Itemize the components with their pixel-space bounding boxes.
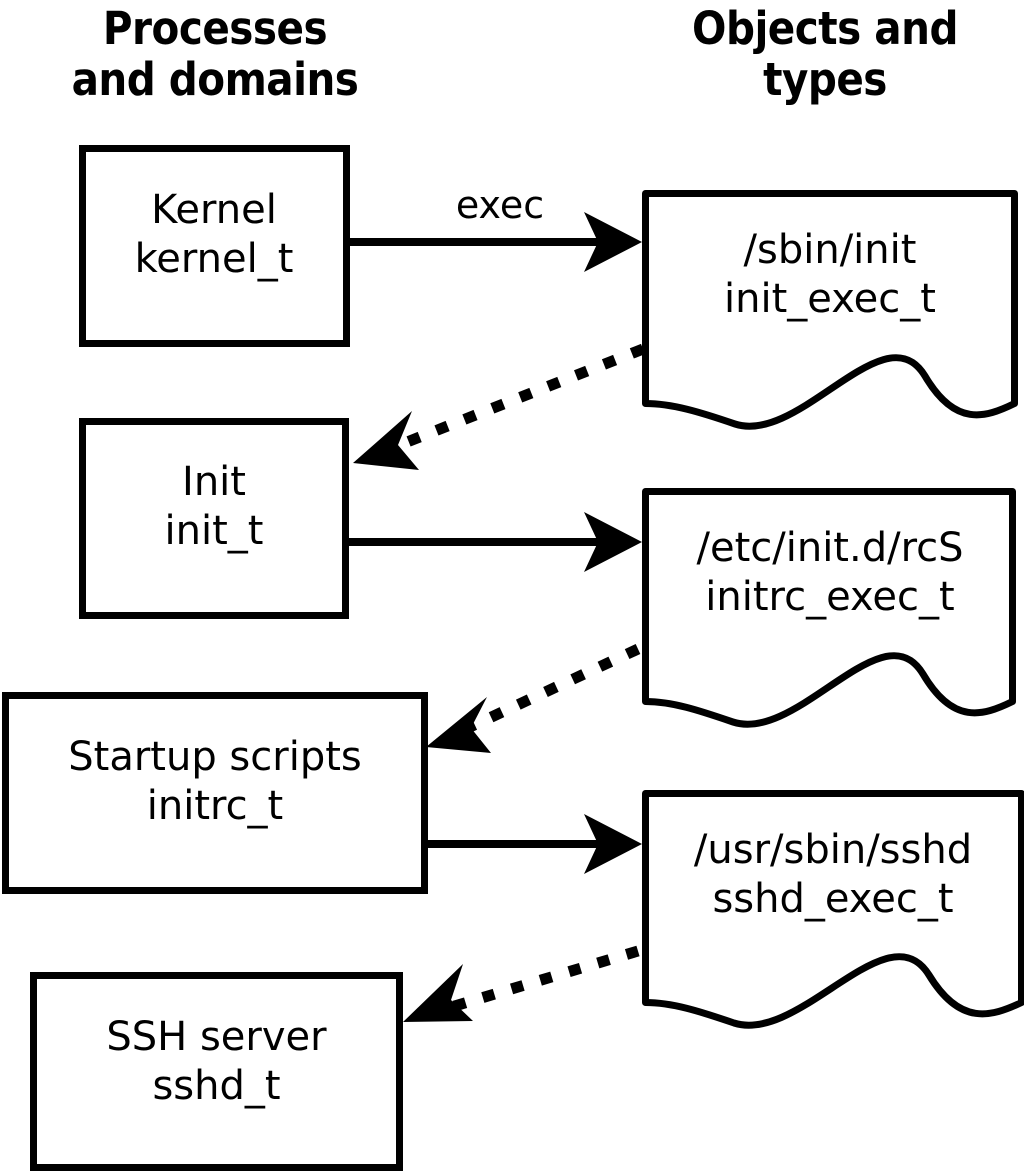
column-header-processes-and-domains: Processes and domains [71, 2, 359, 106]
column-header-objects-and-types: Objects and types [692, 2, 958, 106]
edge-label-exec: exec [455, 183, 545, 227]
edge-kernel-exec-init-exec [348, 212, 642, 272]
process-box-kernel[interactable] [79, 145, 350, 347]
process-box-startup-scripts[interactable] [2, 692, 428, 894]
document-shape-usr-sbin-sshd[interactable] [642, 790, 1024, 1029]
edge-initrc-exec-sshd-exec [427, 814, 642, 874]
edge-init-exec-transition-init [353, 343, 646, 470]
document-shape-sbin-init[interactable] [642, 190, 1018, 430]
document-shape-etc-initd-rcs[interactable] [642, 488, 1016, 728]
process-box-ssh-server[interactable] [30, 972, 403, 1171]
process-box-init[interactable] [79, 418, 349, 619]
edge-sshd-exec-transition-sshd [403, 945, 640, 1022]
edge-initrc-exec-transition-initrc [426, 644, 641, 753]
edge-init-exec-initrc-exec [348, 512, 642, 572]
